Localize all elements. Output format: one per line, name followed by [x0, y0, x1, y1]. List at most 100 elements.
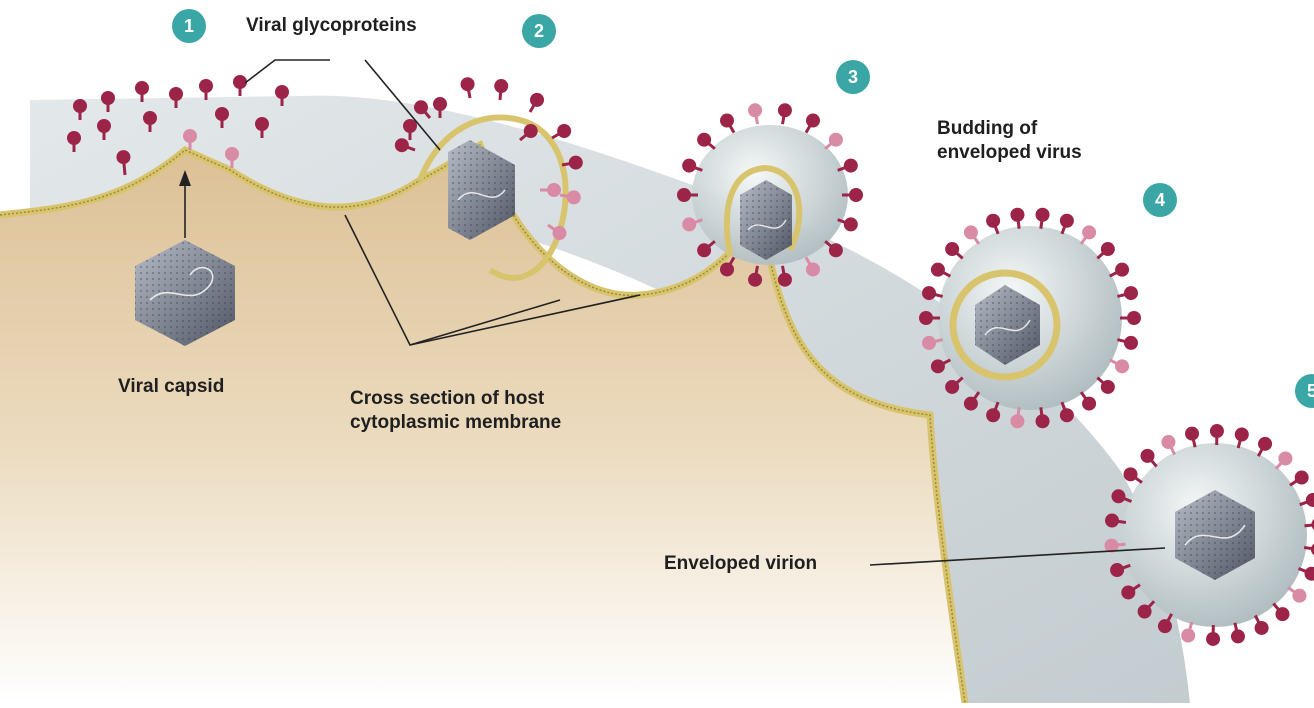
step-badge-2-number: 2: [534, 21, 544, 42]
glycoprotein-head: [1292, 589, 1306, 603]
glycoprotein-head: [1115, 263, 1129, 277]
glycoprotein-head: [844, 217, 858, 231]
label-enveloped-virion: Enveloped virion: [664, 552, 817, 576]
glycoprotein-head: [919, 311, 933, 325]
glycoprotein-head: [748, 103, 762, 117]
glycoprotein-head: [547, 183, 561, 197]
glycoprotein-head: [233, 75, 247, 89]
step-badge-3-number: 3: [848, 67, 858, 88]
glycoprotein-head: [829, 243, 843, 257]
glycoprotein-head: [1101, 242, 1115, 256]
glycoprotein-head: [524, 124, 538, 138]
step-badge-2: 2: [522, 14, 556, 48]
glycoprotein-head: [1235, 428, 1249, 442]
glycoprotein-head: [1231, 629, 1245, 643]
glycoprotein-head: [1295, 471, 1309, 485]
glycoprotein-head: [1127, 311, 1141, 325]
glycoprotein-head: [199, 79, 213, 93]
glycoprotein-head: [1082, 225, 1096, 239]
glycoprotein-head: [461, 77, 475, 91]
label-viral-capsid-text: Viral capsid: [118, 375, 224, 399]
label-cross-section-line1: Cross section of host: [350, 387, 561, 411]
glycoprotein-head: [1121, 585, 1135, 599]
glycoprotein-head: [697, 243, 711, 257]
glycoprotein-head: [1111, 489, 1125, 503]
glycoprotein-head: [101, 91, 115, 105]
glycoprotein-head: [931, 263, 945, 277]
glycoprotein-head: [986, 408, 1000, 422]
step-badge-3: 3: [836, 60, 870, 94]
glycoprotein-head: [922, 336, 936, 350]
glycoprotein-head: [964, 225, 978, 239]
glycoprotein-head: [1010, 208, 1024, 222]
glycoprotein-head: [697, 133, 711, 147]
glycoprotein-head: [1158, 619, 1172, 633]
glycoprotein-head: [1161, 435, 1175, 449]
glycoprotein-head: [778, 273, 792, 287]
glycoprotein-head: [1105, 514, 1119, 528]
label-budding-line1: Budding of: [937, 117, 1082, 141]
step-badge-4: 4: [1143, 183, 1177, 217]
glycoprotein-head: [1181, 628, 1195, 642]
glycoprotein-head: [922, 286, 936, 300]
glycoprotein-head: [1124, 286, 1138, 300]
glycoprotein-head: [964, 397, 978, 411]
glycoprotein-head: [530, 93, 544, 107]
glycoprotein-head: [849, 188, 863, 202]
glycoprotein-head: [720, 114, 734, 128]
glycoprotein-head: [986, 214, 1000, 228]
step-badge-4-number: 4: [1155, 190, 1165, 211]
glycoprotein-head: [1305, 567, 1314, 581]
step-badge-5-number: 5: [1307, 381, 1314, 402]
label-viral-capsid: Viral capsid: [118, 375, 224, 399]
glycoprotein-head: [494, 79, 508, 93]
glycoprotein-head: [1060, 408, 1074, 422]
glycoprotein-head: [682, 159, 696, 173]
glycoprotein-head: [275, 85, 289, 99]
label-cross-section-line2: cytoplasmic membrane: [350, 411, 561, 435]
label-cross-section: Cross section of host cytoplasmic membra…: [350, 387, 561, 435]
glycoprotein-head: [720, 262, 734, 276]
step-badge-1-number: 1: [184, 16, 194, 37]
glycoprotein-head: [1210, 424, 1224, 438]
label-budding: Budding of enveloped virus: [937, 117, 1082, 165]
glycoprotein-head: [169, 87, 183, 101]
glycoprotein-head: [183, 129, 197, 143]
label-viral-glycoproteins-text: Viral glycoproteins: [246, 14, 417, 38]
step-badge-1: 1: [172, 9, 206, 43]
label-enveloped-virion-text: Enveloped virion: [664, 552, 817, 576]
glycoprotein-head: [1275, 607, 1289, 621]
glycoprotein-head: [67, 131, 81, 145]
glycoprotein-head: [677, 188, 691, 202]
glycoprotein-head: [1060, 214, 1074, 228]
glycoprotein-head: [552, 226, 566, 240]
glycoprotein-head: [135, 81, 149, 95]
glycoprotein-head: [806, 114, 820, 128]
glycoprotein-head: [945, 380, 959, 394]
glycoprotein-head: [844, 159, 858, 173]
glycoprotein-head: [116, 150, 130, 164]
glycoprotein-head: [1206, 632, 1220, 646]
glycoprotein-head: [395, 138, 409, 152]
glycoprotein-head: [1258, 437, 1272, 451]
glycoprotein-head: [1110, 563, 1124, 577]
glycoprotein-head: [1124, 336, 1138, 350]
glycoprotein-head: [778, 103, 792, 117]
glycoprotein-head: [225, 147, 239, 161]
label-viral-glycoproteins: Viral glycoproteins: [246, 14, 417, 38]
capsid-step3: [740, 180, 792, 260]
glycoprotein-head: [1306, 493, 1314, 507]
glycoprotein-head: [143, 111, 157, 125]
glycoprotein-head: [1141, 449, 1155, 463]
glycoprotein-head: [945, 242, 959, 256]
glycoprotein-head: [1101, 380, 1115, 394]
glycoprotein-head: [748, 273, 762, 287]
glycoprotein-head: [1115, 359, 1129, 373]
glycoprotein-head: [1036, 208, 1050, 222]
glycoprotein-head: [557, 124, 571, 138]
glycoprotein-head: [255, 117, 269, 131]
glycoprotein-head: [682, 217, 696, 231]
glycoprotein-head: [433, 97, 447, 111]
